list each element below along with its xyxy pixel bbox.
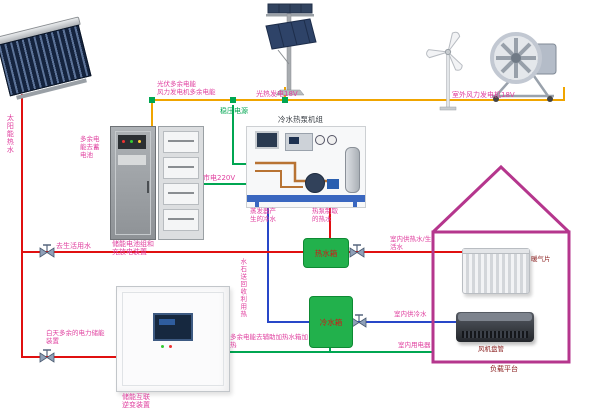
control-panel (285, 133, 313, 151)
label-surplus-pv: 光伏多余电能 (157, 80, 196, 88)
meter-display (118, 155, 146, 165)
label-mains: 市电220V (203, 174, 236, 182)
pipe-hot-heatpump-drop (329, 205, 331, 239)
junction-node (282, 97, 288, 103)
bench-leg (255, 201, 259, 207)
label-indoor-hot: 室内供热水/生活水 (390, 235, 432, 251)
label-evaporator-cold: 蒸发器产生的冷水 (250, 207, 276, 223)
indicator-panel (118, 135, 146, 149)
bench-frame (247, 195, 365, 202)
status-led (169, 345, 172, 348)
door-handle (147, 181, 149, 193)
label-indoor-cold: 室内供冷水 (394, 310, 427, 318)
valve-icon (349, 243, 365, 258)
house-outline (428, 158, 574, 366)
hot-tank-label: 热水箱 (314, 248, 338, 258)
junction-node (149, 97, 155, 103)
label-fan-coil: 风机盘管 (478, 345, 504, 353)
cold-water-tank: 冷水箱 (309, 296, 353, 348)
radiator (462, 248, 530, 294)
cabinet-door (115, 131, 151, 235)
label-indoor-elec: 室内用电器 (398, 341, 431, 349)
pipe-cold-vertical (267, 205, 269, 323)
water-pump (327, 179, 339, 189)
wire-regulator-vertical (232, 105, 234, 165)
label-radiator: 暖气片 (531, 255, 551, 263)
heat-pump-unit (246, 126, 366, 208)
fan-coil-grille (462, 331, 528, 338)
label-to-domestic: 去生活用水 (56, 242, 91, 250)
label-heat-pump-title: 冷水热泵机组 (278, 115, 323, 124)
receiver-tank (345, 147, 360, 193)
bench-leg (353, 201, 357, 207)
hot-water-tank: 热水箱 (303, 238, 349, 268)
label-recycle-heat: 水石送回收利用热 (238, 258, 247, 318)
wire-mains-220v (200, 183, 246, 185)
compressor (305, 173, 325, 193)
battery-module (163, 131, 199, 153)
label-pv-power: 光热发电18V (256, 90, 298, 98)
pipe-renewable-fan-stub (563, 87, 565, 100)
pipe-renewable-cabinet-drop (151, 101, 153, 127)
pipe-hot-storage-bottom (21, 356, 117, 358)
wire-regulator-horizontal (232, 163, 248, 165)
pressure-gauge-icon (315, 135, 325, 145)
pressure-gauge-icon (327, 135, 337, 145)
label-to-battery: 多余电能去蓄电池 (80, 135, 100, 159)
junction-node (230, 97, 236, 103)
monitor-screen (255, 131, 279, 149)
label-aux-heat: 多余电能去辅助加热水箱加热 (230, 333, 308, 349)
label-surplus-wind: 风力发电机多余电能 (157, 88, 216, 96)
pipe-hot-to-radiator (346, 251, 463, 253)
pipe-cold-to-fancoil (351, 321, 458, 323)
pipe-cold-to-tank (267, 321, 311, 323)
valve-icon (39, 243, 55, 258)
fan-coil-top (458, 313, 532, 321)
inverter-cabinet (116, 286, 230, 392)
valve-icon (351, 313, 367, 328)
battery-rack-cabinet (158, 126, 204, 240)
wind-turbine (418, 26, 478, 114)
wind-fan-generator (482, 16, 566, 104)
solar-collector (0, 16, 95, 101)
label-wind-power: 室外风力发电机18V (452, 91, 515, 99)
valve-icon (39, 348, 55, 363)
battery-control-cabinet (110, 126, 156, 240)
wire-house-appliances (229, 351, 434, 353)
cabinet-bezel (122, 292, 224, 386)
pipe-hot-solar-vertical (21, 94, 23, 358)
cold-tank-label: 冷水箱 (319, 317, 343, 327)
label-solar-hot-water: 太阳能热水 (6, 114, 15, 154)
inverter-screen (153, 313, 193, 341)
label-heatpump-hot: 热泵制取的热水 (312, 207, 338, 223)
battery-module (163, 157, 199, 179)
label-regulator: 稳压电源 (220, 107, 248, 115)
label-battery-caption: 储能电池组和充放电装置 (112, 240, 154, 257)
battery-cabinet-group (110, 126, 204, 240)
label-inverter-caption: 储能互联逆变装置 (122, 393, 150, 410)
battery-module (163, 209, 199, 231)
battery-module (163, 183, 199, 205)
fan-coil-unit (456, 312, 534, 342)
wire-aux-heater-branch (329, 345, 331, 352)
status-led (161, 345, 164, 348)
label-load-platform: 负载平台 (490, 365, 518, 373)
pipe-hot-domestic (21, 251, 305, 253)
label-day-surplus: 白天多余的电力储能装置 (46, 329, 105, 345)
pipe-renewable-main (151, 99, 565, 101)
pv-tracker (258, 2, 322, 96)
